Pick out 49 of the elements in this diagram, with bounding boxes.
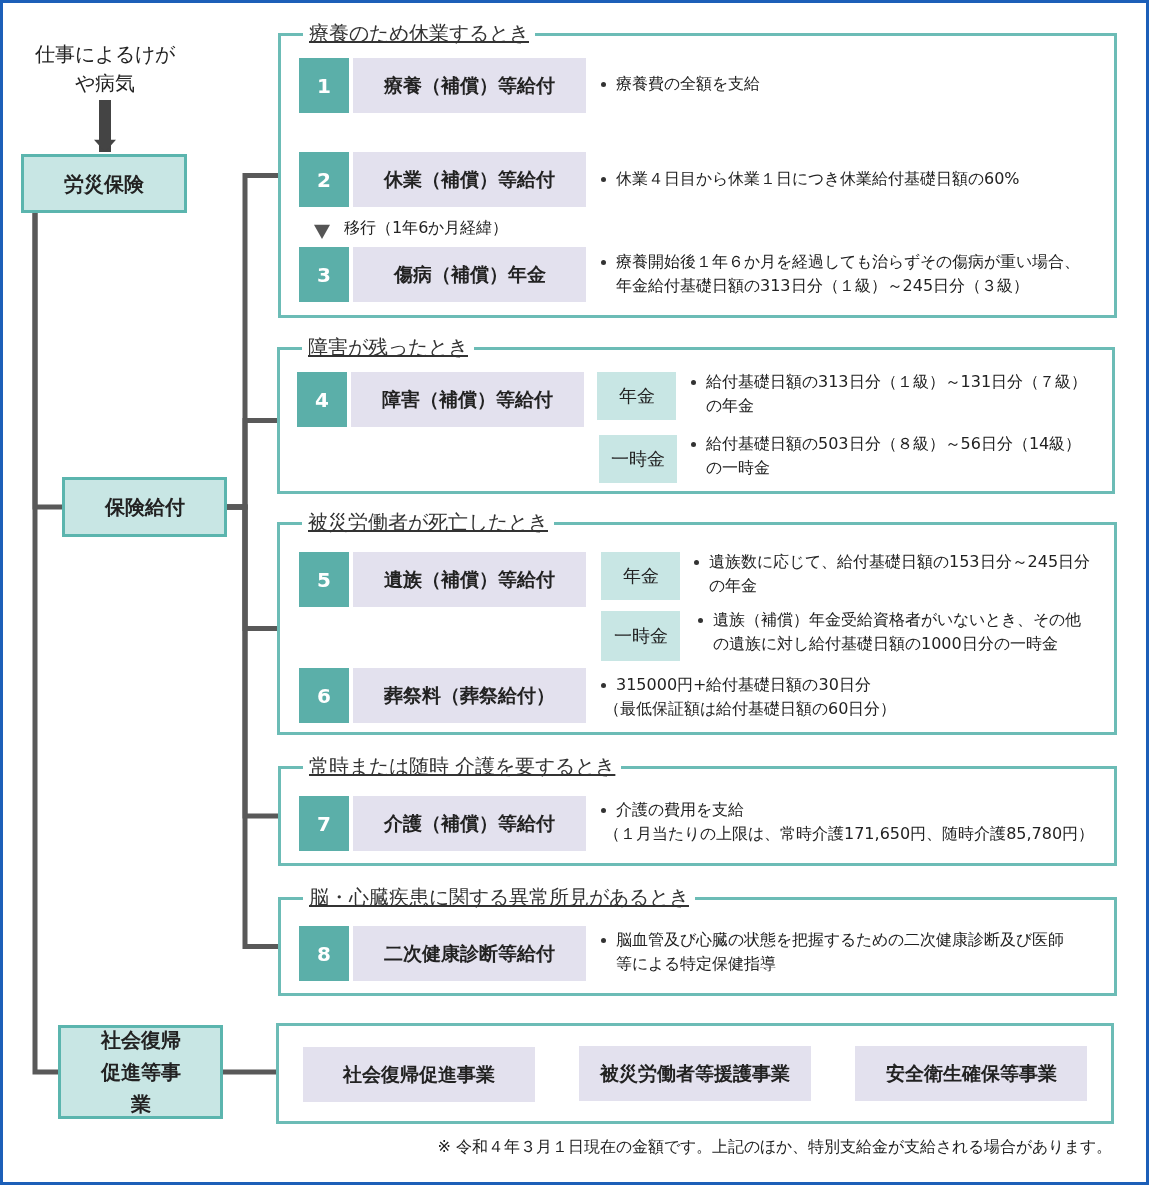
payment-type-box: 一時金 [599, 435, 677, 483]
program-box: 安全衛生確保等事業 [855, 1046, 1087, 1101]
item-title: 介護（補償）等給付 [353, 796, 586, 851]
description-text: 遺族（補償）年金受給資格者がいないとき、その他の遺族に対し給付基礎日額の1000日分の一時金 [695, 608, 1095, 656]
description-text: 介護の費用を支給 [598, 798, 1118, 822]
description-text: 休業４日目から休業１日につき休業給付基礎日額の60% [598, 167, 1098, 191]
number-badge: 4 [297, 372, 347, 427]
item-title: 傷病（補償）年金 [353, 247, 586, 302]
program-box: 被災労働者等援護事業 [579, 1046, 811, 1101]
item-title: 療養（補償）等給付 [353, 58, 586, 113]
category-box: 社会復帰促進等事業 [58, 1025, 223, 1119]
description-text: 遺族数に応じて、給付基礎日額の153日分～245日分の年金 [691, 550, 1103, 598]
category-box: 保険給付 [62, 477, 227, 537]
item-title: 障害（補償）等給付 [351, 372, 584, 427]
item-title: 二次健康診断等給付 [353, 926, 586, 981]
item-title: 遺族（補償）等給付 [353, 552, 586, 607]
description-text: （１月当たりの上限は、常時介護171,650円、随時介護85,780円） [604, 823, 1096, 845]
cause-text: 仕事によるけがや病気 [30, 40, 180, 100]
payment-type-box: 一時金 [601, 611, 680, 661]
description-text: （最低保証額は給付基礎日額の60日分） [604, 698, 898, 720]
description-text: 給付基礎日額の313日分（１級）～131日分（７級）の年金 [688, 370, 1088, 418]
connector-line [32, 213, 58, 1075]
section-panel [276, 1023, 1114, 1124]
number-badge: 8 [299, 926, 349, 981]
description-text: 療養開始後１年６か月を経過しても治らずその傷病が重い場合、年金給付基礎日額の313日分（１級）～245日分（３級） [598, 250, 1086, 298]
description-text: 給付基礎日額の503日分（８級）～56日分（14級）の一時金 [688, 432, 1088, 480]
number-badge: 7 [299, 796, 349, 851]
connector-line [223, 1069, 276, 1075]
payment-type-box: 年金 [597, 372, 676, 420]
payment-type-box: 年金 [601, 552, 680, 600]
section-heading: 被災労働者が死亡したとき [302, 509, 554, 535]
section-heading: 療養のため休業するとき [303, 20, 535, 46]
description-text: 療養費の全額を支給 [598, 72, 1098, 96]
section-heading: 障害が残ったとき [302, 334, 474, 360]
category-box: 労災保険 [21, 154, 187, 213]
description-text: 脳血管及び心臓の状態を把握するための二次健康診断及び医師等による特定保健指導 [598, 928, 1076, 976]
arrow [94, 100, 116, 152]
description-text: 315000円+給付基礎日額の30日分 [598, 673, 1098, 697]
footnote: ※ 令和４年３月１日現在の金額です。上記のほか、特別支給金が支給される場合があります。 [437, 1136, 1112, 1158]
item-title: 葬祭料（葬祭給付） [353, 668, 586, 723]
number-badge: 3 [299, 247, 349, 302]
section-heading: 脳・心臓疾患に関する異常所見があるとき [303, 884, 695, 910]
number-badge: 5 [299, 552, 349, 607]
section-heading: 常時または随時 介護を要するとき [303, 753, 622, 779]
item-title: 休業（補償）等給付 [353, 152, 586, 207]
program-box: 社会復帰促進事業 [303, 1047, 535, 1102]
number-badge: 6 [299, 668, 349, 723]
number-badge: 2 [299, 152, 349, 207]
number-badge: 1 [299, 58, 349, 113]
